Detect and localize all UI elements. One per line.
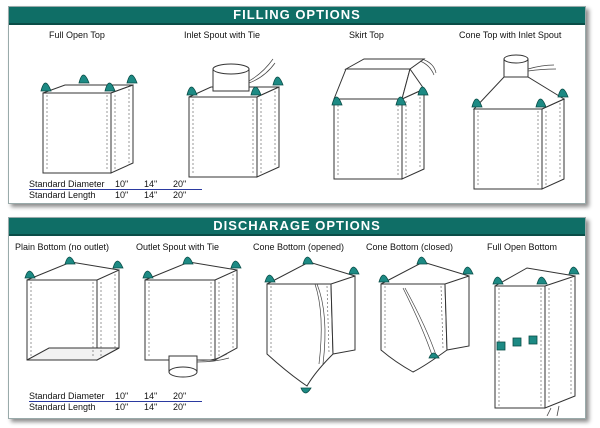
filling-diameter-row: Standard Diameter 10" 14" 20" xyxy=(29,179,202,190)
discharge-length-value: 14" xyxy=(144,402,158,412)
cone-bottom-closed-bag-illustration xyxy=(378,256,474,373)
discharge-length-value: 10" xyxy=(115,402,129,412)
filling-length-value: 10" xyxy=(115,190,129,200)
option-label-inlet-spout: Inlet Spout with Tie xyxy=(184,30,261,40)
cone-top-bag-illustration xyxy=(471,54,569,190)
filling-spec-table: Standard Diameter 10" 14" 20" Standard L… xyxy=(29,179,202,200)
option-label-outlet-spout: Outlet Spout with Tie xyxy=(136,242,220,252)
filling-length-value: 20" xyxy=(173,190,187,200)
filling-diameter-value: 20" xyxy=(173,179,187,189)
skirt-top-bag-illustration xyxy=(331,58,437,180)
discharge-length-row: Standard Length 10" 14" 20" xyxy=(29,402,202,412)
filling-length-value: 14" xyxy=(144,190,158,200)
filling-diameter-label: Standard Diameter xyxy=(29,179,105,189)
filling-diameter-value: 14" xyxy=(144,179,158,189)
discharge-options-panel: DISCHARAGE OPTIONS Plain Bottom (no outl… xyxy=(8,217,586,419)
option-label-cone-top: Cone Top with Inlet Spout xyxy=(459,30,562,40)
full-open-bottom-bag-illustration xyxy=(492,266,580,416)
filling-length-row: Standard Length 10" 14" 20" xyxy=(29,190,202,200)
filling-diameter-value: 10" xyxy=(115,179,129,189)
filling-options-banner: FILLING OPTIONS xyxy=(9,7,585,25)
inlet-spout-bag-illustration xyxy=(186,58,284,178)
discharge-diameter-label: Standard Diameter xyxy=(29,391,105,401)
option-label-full-open-bottom: Full Open Bottom xyxy=(487,242,558,252)
discharge-spec-table: Standard Diameter 10" 14" 20" Standard L… xyxy=(29,391,202,412)
discharge-diameter-value: 20" xyxy=(173,391,187,401)
filling-length-label: Standard Length xyxy=(29,190,96,200)
discharge-length-value: 20" xyxy=(173,402,187,412)
filling-options-title: FILLING OPTIONS xyxy=(233,7,361,22)
option-label-plain-bottom: Plain Bottom (no outlet) xyxy=(15,242,110,252)
filling-options-panel: FILLING OPTIONS Full Open Top Inlet Spou… xyxy=(8,6,586,204)
discharge-options-banner: DISCHARAGE OPTIONS xyxy=(9,218,585,236)
discharge-diameter-value: 14" xyxy=(144,391,158,401)
option-label-cone-bottom-closed: Cone Bottom (closed) xyxy=(366,242,454,252)
cone-bottom-opened-bag-illustration xyxy=(264,256,360,394)
discharge-diameter-row: Standard Diameter 10" 14" 20" xyxy=(29,391,202,402)
option-label-skirt-top: Skirt Top xyxy=(349,30,384,40)
option-label-cone-bottom-opened: Cone Bottom (opened) xyxy=(253,242,345,252)
option-label-full-open-top: Full Open Top xyxy=(49,30,105,40)
outlet-spout-bag-illustration xyxy=(142,256,242,378)
full-open-top-bag-illustration xyxy=(40,74,138,174)
plain-bottom-bag-illustration xyxy=(24,256,124,361)
discharge-options-title: DISCHARAGE OPTIONS xyxy=(213,218,381,233)
discharge-length-label: Standard Length xyxy=(29,402,96,412)
discharge-diameter-value: 10" xyxy=(115,391,129,401)
